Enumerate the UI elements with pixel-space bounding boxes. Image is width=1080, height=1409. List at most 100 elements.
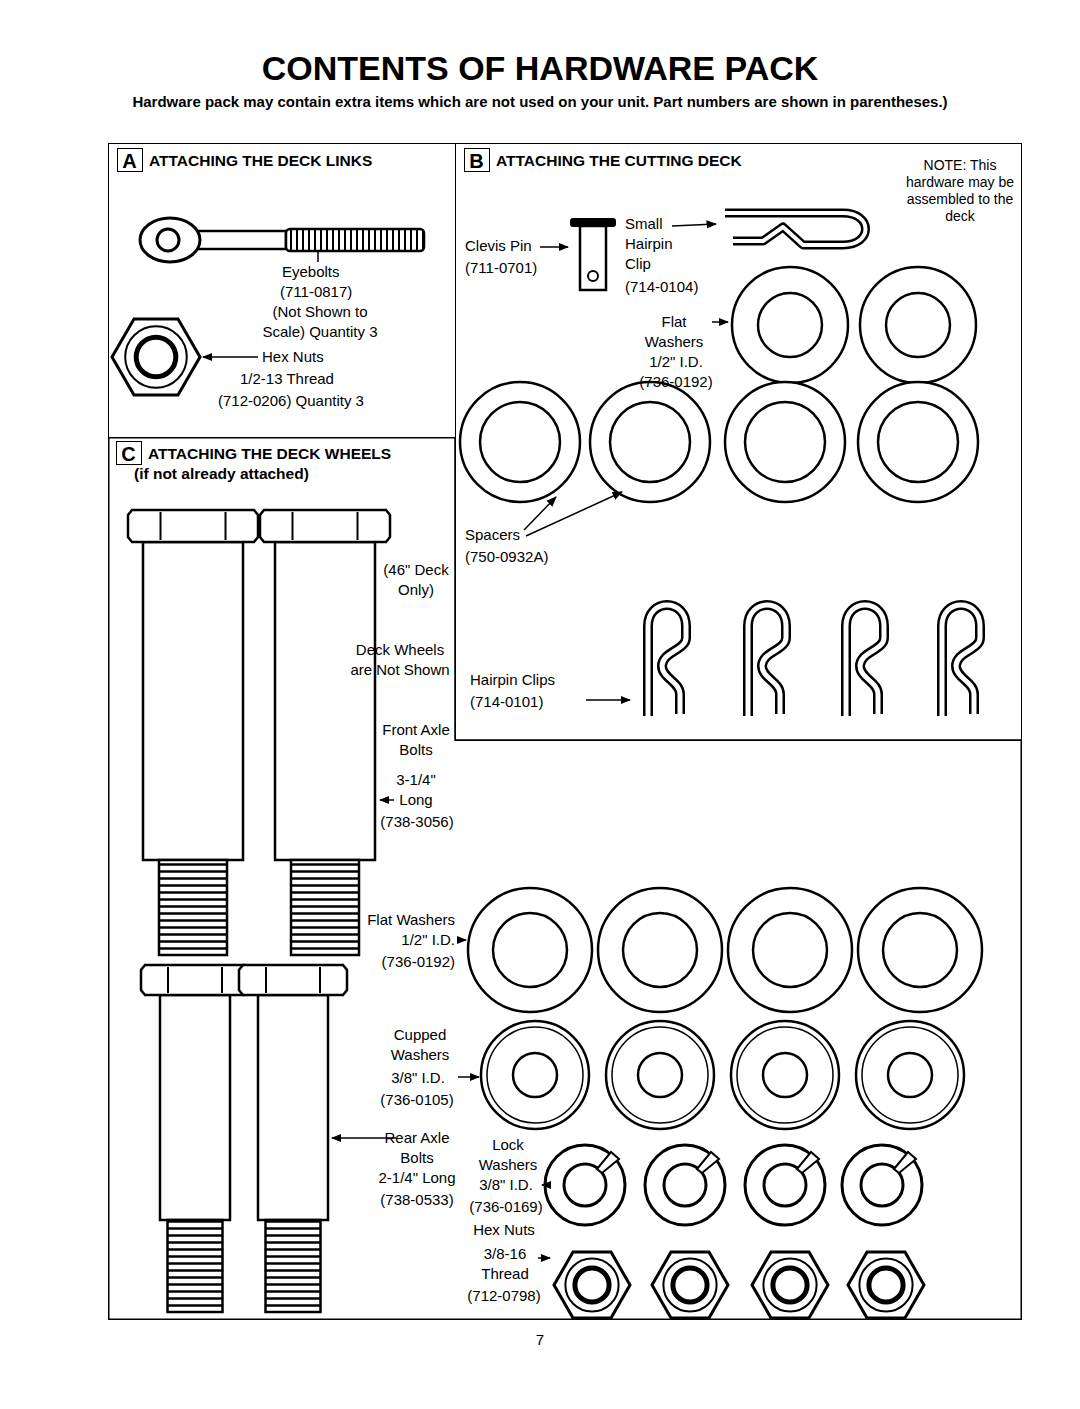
cupped-washer bbox=[606, 1021, 714, 1129]
leader-line bbox=[540, 246, 568, 248]
front-axle-bolt bbox=[128, 510, 258, 955]
section-letter-text: A bbox=[118, 149, 141, 174]
rear-axle-bolt bbox=[239, 965, 347, 1312]
subtitle-note: Hardware pack may contain extra items wh… bbox=[10, 92, 1070, 112]
lock-washer bbox=[745, 1145, 825, 1225]
part-label: 1/2" I.D. bbox=[355, 930, 455, 950]
flat-washer bbox=[728, 888, 852, 1012]
part-label: (712-0798) bbox=[458, 1286, 550, 1306]
part-label: 1/2" I.D. bbox=[636, 352, 716, 372]
lock-washer bbox=[842, 1145, 922, 1225]
leader-line bbox=[672, 224, 716, 226]
lock-washer bbox=[545, 1145, 625, 1225]
leader-line bbox=[317, 252, 319, 262]
leader-line bbox=[538, 1257, 550, 1259]
flat-washer bbox=[468, 888, 592, 1012]
section-heading: (if not already attached) bbox=[134, 464, 309, 483]
part-label: Deck Wheels are Not Shown bbox=[350, 640, 450, 680]
spacer bbox=[858, 382, 978, 502]
part-label: Hex Nuts bbox=[262, 347, 352, 367]
hex-nut bbox=[112, 319, 200, 395]
part-label: (738-0533) bbox=[376, 1190, 458, 1210]
cupped-washer bbox=[856, 1021, 964, 1129]
lock-washer bbox=[645, 1145, 725, 1225]
part-label: (Not Shown to Scale) Quantity 3 bbox=[250, 302, 390, 342]
section-heading: ATTACHING THE DECK WHEELS bbox=[148, 444, 391, 463]
part-label: Rear Axle Bolts bbox=[378, 1128, 456, 1168]
section-letter: C bbox=[116, 441, 142, 465]
part-label: (46" Deck Only) bbox=[378, 560, 454, 600]
section-box: ATTACHING THE DECK WHEELS(if not already… bbox=[108, 437, 1022, 1320]
leader-line bbox=[586, 699, 630, 701]
section-box: ATTACHING THE CUTTING DECK B bbox=[455, 143, 1022, 741]
part-label: 3/8" I.D. bbox=[380, 1068, 456, 1088]
part-label: (738-3056) bbox=[378, 812, 456, 832]
section-letter-text: B bbox=[465, 149, 488, 174]
leader-line bbox=[458, 1076, 479, 1078]
part-label: (711-0817) bbox=[280, 282, 370, 302]
section-letter: B bbox=[464, 148, 490, 172]
flat-washer bbox=[598, 888, 722, 1012]
part-label: Clevis Pin bbox=[465, 236, 540, 256]
page-title: CONTENTS OF HARDWARE PACK bbox=[0, 48, 1080, 88]
part-label: 1/2-13 Thread bbox=[240, 369, 350, 389]
rear-axle-bolt bbox=[141, 965, 249, 1312]
leader-line bbox=[203, 356, 258, 358]
part-label: Flat Washers bbox=[638, 312, 710, 352]
part-label: 3-1/4" Long bbox=[378, 770, 454, 810]
front-axle-bolt bbox=[260, 510, 390, 955]
section-letter-text: C bbox=[117, 442, 140, 467]
spacer bbox=[725, 382, 845, 502]
part-label: 3/8" I.D. bbox=[466, 1175, 546, 1195]
hairpin-clip bbox=[942, 605, 980, 716]
hairpin-clip bbox=[748, 605, 786, 716]
part-label: (750-0932A) bbox=[465, 547, 575, 567]
hex-nut bbox=[752, 1252, 828, 1318]
eyebolt bbox=[140, 218, 424, 262]
part-label: NOTE: This hardware may be assembled to … bbox=[898, 157, 1022, 225]
section-outline bbox=[108, 437, 1022, 1320]
part-label: (714-0104) bbox=[625, 277, 715, 297]
page-number: 7 bbox=[530, 1330, 550, 1350]
hex-nut bbox=[848, 1252, 924, 1318]
cupped-washer bbox=[481, 1021, 589, 1129]
part-label: Spacers bbox=[465, 525, 535, 545]
leader-line bbox=[526, 492, 622, 536]
flat-washer bbox=[732, 267, 848, 383]
part-label: (736-0105) bbox=[376, 1090, 458, 1110]
leader-line bbox=[712, 321, 728, 323]
spacer bbox=[590, 382, 710, 502]
part-label: Front Axle Bolts bbox=[378, 720, 454, 760]
spacer bbox=[460, 382, 580, 502]
leader-line bbox=[459, 939, 466, 941]
flat-washer bbox=[860, 267, 976, 383]
hex-nut bbox=[652, 1252, 728, 1318]
part-label: (711-0701) bbox=[465, 258, 555, 278]
section-heading: ATTACHING THE DECK LINKS bbox=[149, 151, 372, 170]
part-label: (736-0192) bbox=[628, 372, 724, 392]
part-label: (736-0169) bbox=[461, 1197, 551, 1217]
part-label: Small Hairpin Clip bbox=[625, 214, 689, 274]
flat-washer bbox=[858, 888, 982, 1012]
part-label: Hex Nuts bbox=[464, 1220, 544, 1240]
part-label: Flat Washers bbox=[345, 910, 455, 930]
leader-line bbox=[380, 799, 394, 801]
part-label: 2-1/4" Long bbox=[376, 1168, 458, 1188]
part-label: Eyebolts bbox=[282, 262, 362, 282]
section-letter: A bbox=[117, 148, 143, 172]
part-label: Hairpin Clips bbox=[470, 670, 584, 690]
part-label: Cupped Washers bbox=[385, 1025, 455, 1065]
hairpin-clip bbox=[846, 605, 884, 716]
cupped-washer bbox=[731, 1021, 839, 1129]
hex-nut bbox=[554, 1252, 630, 1318]
part-label: Lock Washers bbox=[466, 1135, 550, 1175]
small-hairpin-clip bbox=[725, 213, 866, 245]
section-heading: ATTACHING THE CUTTING DECK bbox=[496, 151, 742, 170]
hairpin-clip bbox=[648, 605, 686, 716]
part-label: (712-0206) Quantity 3 bbox=[218, 391, 388, 411]
part-label: (736-0192) bbox=[345, 952, 455, 972]
leader-line bbox=[542, 1184, 550, 1186]
clevis-pin bbox=[570, 218, 616, 290]
